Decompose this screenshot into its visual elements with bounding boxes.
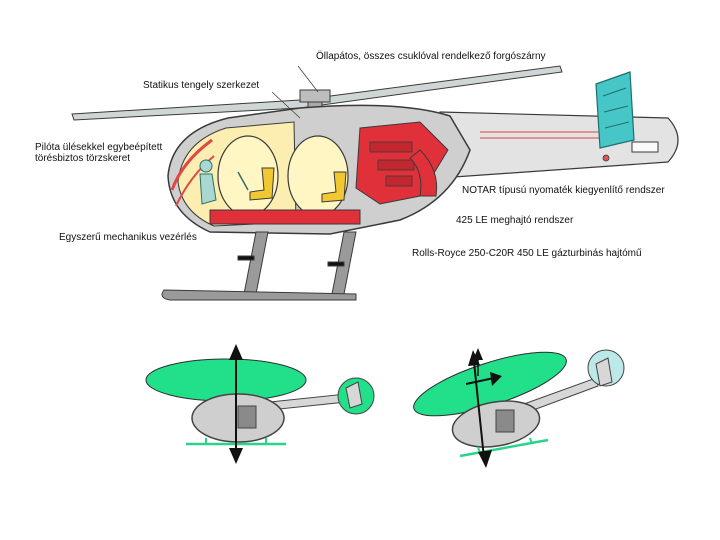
thrust-arrows-right [465,348,502,468]
label-drive-system: 425 LE meghajtó rendszer [456,215,574,226]
label-pilot-seat-line1: Pilóta ülésekkel egybeépített [35,142,163,153]
tail-fin [595,71,635,149]
hover-diagram-right [413,348,625,468]
label-pilot-seat-line2: törésbiztos törzskeret [35,153,131,164]
label-static-shaft: Statikus tengely szerkezet [143,80,260,91]
floor-structure [209,209,361,225]
notar-vent [631,141,659,153]
landing-skid [161,289,357,301]
label-engine: Rolls-Royce 250-C20R 450 LE gázturbinás … [412,248,642,259]
label-notar: NOTAR típusú nyomaték kiegyenlítő rendsz… [462,185,665,196]
label-mechanical-control: Egyszerű mechanikus vezérlés [59,232,197,243]
engine-system [355,121,449,205]
pilot-figure [199,159,249,205]
pilot-seat [249,167,275,201]
hover-diagram-left [145,344,375,464]
main-helicopter-illustration [71,65,679,301]
thrust-arrow-left [229,344,243,464]
landing-gear [161,231,357,301]
label-rotor: Öllapátos, összes csuklóval rendelkező f… [316,51,546,62]
passenger-seat [321,171,347,203]
